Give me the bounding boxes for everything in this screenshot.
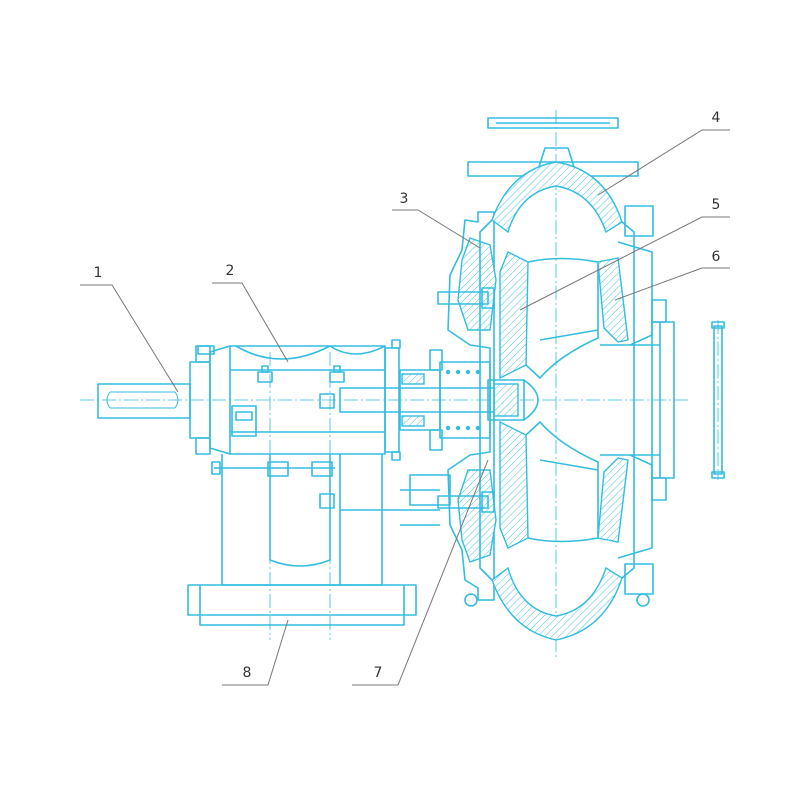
callout-8: 8 [243, 665, 252, 681]
callout-2: 2 [226, 263, 235, 279]
suction-flange [651, 299, 725, 501]
callout-3: 3 [400, 191, 409, 207]
impeller [499, 251, 599, 549]
volute-casing [464, 117, 654, 641]
shaft [97, 379, 525, 421]
callout-5: 5 [712, 197, 721, 213]
callout-4: 4 [712, 110, 721, 126]
callout-7: 7 [374, 665, 383, 681]
callout-leaders [80, 129, 730, 686]
throat-bush [597, 241, 660, 559]
base-frame [187, 454, 440, 626]
bearing-assembly [189, 339, 401, 477]
callout-labels: 1 2 3 4 5 6 7 8 [94, 110, 721, 681]
callout-6: 6 [712, 249, 721, 265]
callout-1: 1 [94, 265, 103, 281]
frame-plate [437, 211, 497, 601]
